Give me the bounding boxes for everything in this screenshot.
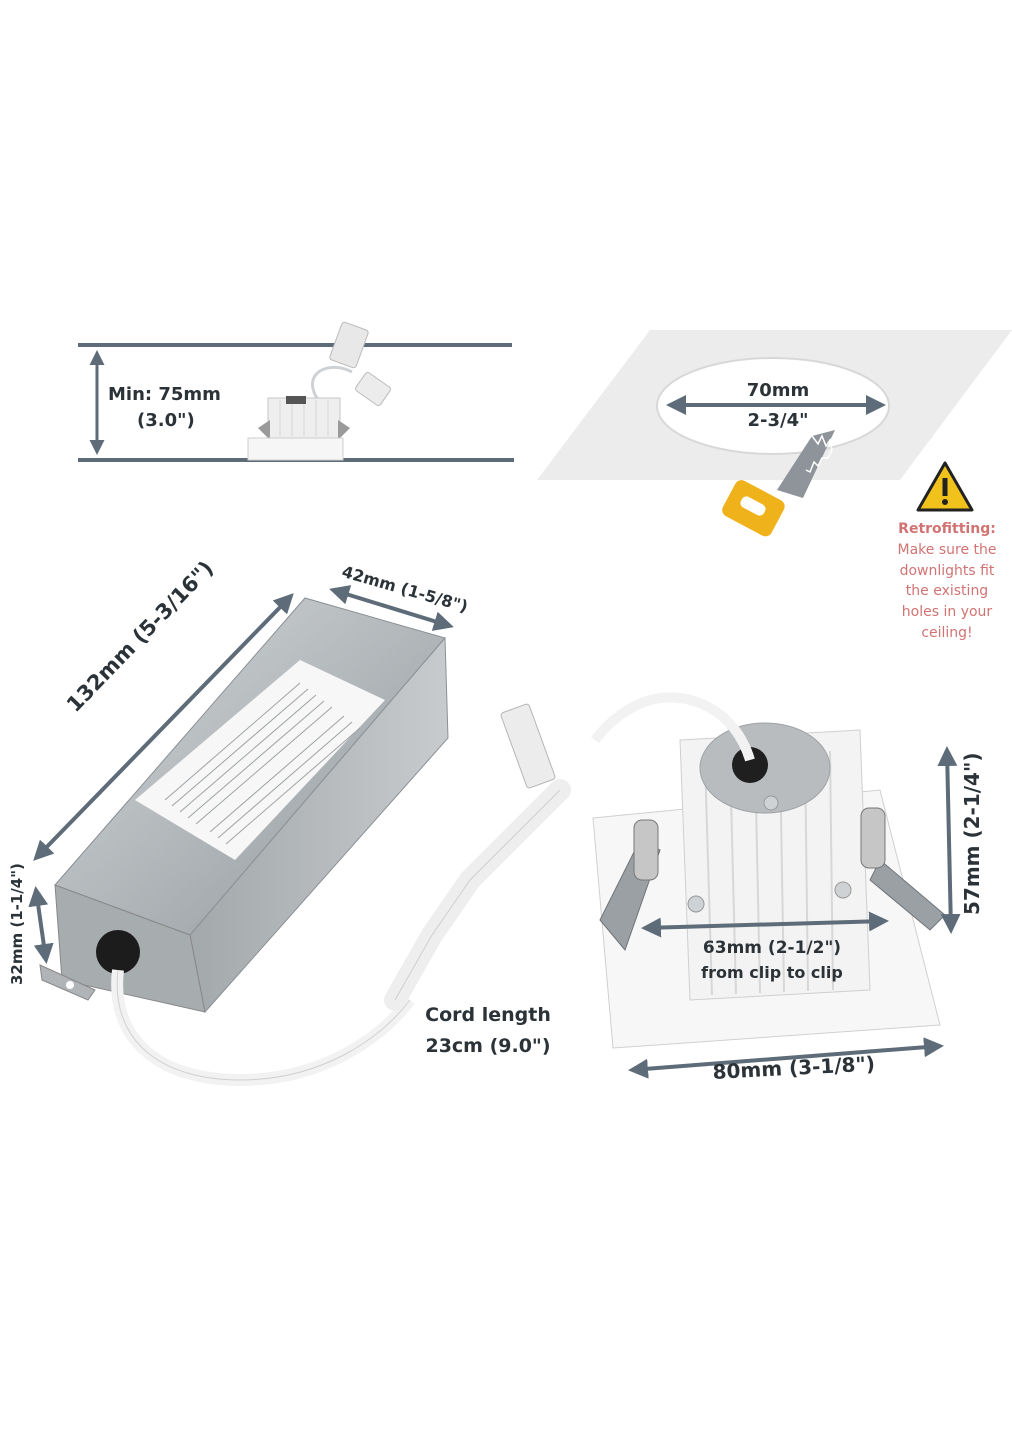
- cord-length-label-line1: Cord length: [425, 1004, 551, 1026]
- clip-to-clip-arrow: [641, 911, 889, 938]
- ceiling-depth-label-line1: Min: 75mm: [108, 384, 221, 405]
- driver-width-arrow: [329, 585, 454, 631]
- clip-label-line1: 63mm (2-1/2"): [702, 938, 842, 958]
- retrofit-note-line: the existing: [905, 583, 989, 600]
- driver-box-illustration: [28, 585, 454, 1087]
- cord-length-label-line2: 23cm (9.0"): [425, 1035, 551, 1057]
- spring-clip-right: [860, 807, 946, 931]
- warning-icon: [916, 461, 974, 512]
- ceiling-depth-diagram: [78, 321, 514, 462]
- cutout-label-line1: 70mm: [746, 380, 810, 401]
- retrofit-note-line: Make sure the: [897, 541, 997, 558]
- downlight-height-arrow: [937, 746, 961, 934]
- cord-connector: [384, 703, 571, 1011]
- retrofit-note-title: Retrofitting:: [898, 521, 996, 537]
- saw-icon: [722, 430, 835, 537]
- ceiling-depth-label-line2: (3.0"): [137, 410, 195, 431]
- retrofit-note-line: holes in your: [901, 604, 993, 621]
- retrofit-note-line: ceiling!: [921, 624, 973, 641]
- cutout-diagram: [537, 330, 1012, 537]
- driver-height-label: 32mm (1-1/4"): [8, 863, 26, 985]
- cutout-label-line2: 2-3/4": [747, 410, 809, 431]
- retrofit-note-line: downlights fit: [899, 562, 995, 579]
- retrofit-note: Retrofitting: Make sure the downlights f…: [882, 519, 1012, 644]
- driver-length-arrow: [33, 593, 294, 861]
- small-downlight-illustration: [247, 321, 391, 461]
- driver-cord-grommet: [96, 930, 140, 974]
- clip-label-line2: from clip to clip: [701, 963, 843, 982]
- driver-height-arrow: [28, 886, 54, 964]
- spring-clip-left: [599, 819, 661, 951]
- downlight-width-arrow: [628, 1037, 944, 1079]
- square-downlight-illustration: [591, 692, 961, 1079]
- downlight-height-label: 57mm (2-1/4"): [960, 752, 984, 915]
